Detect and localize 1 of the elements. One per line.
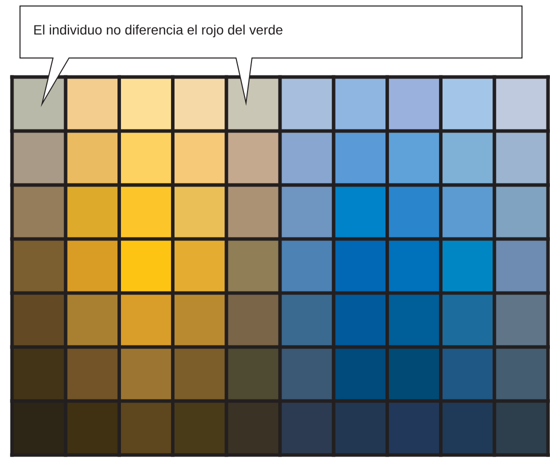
speech-bubble: El individuo no diferencia el rojo del verde xyxy=(20,6,522,108)
